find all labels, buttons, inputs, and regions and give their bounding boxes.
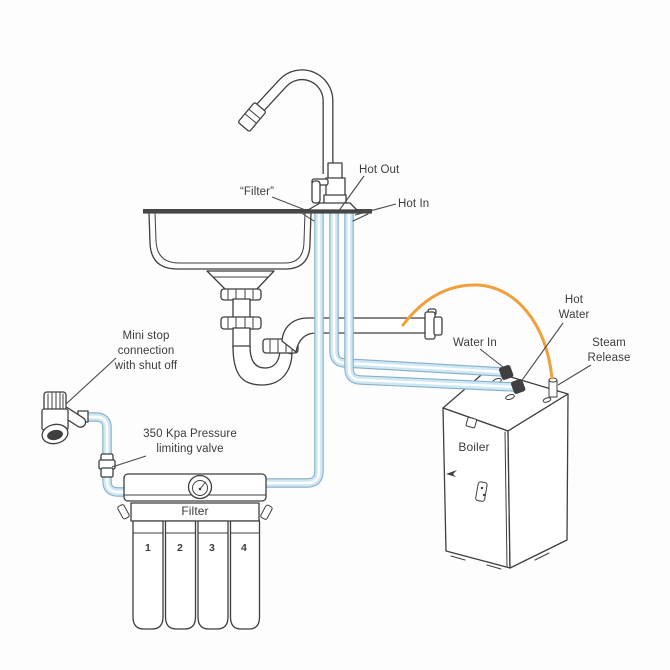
label-steam-release: Steam Release	[577, 336, 641, 366]
drain-nut	[220, 316, 262, 330]
label-hot-water-line2: Water	[558, 309, 590, 321]
label-mini-stop-line1: Mini stop	[122, 330, 170, 342]
label-cartridge-2: 2	[177, 542, 183, 554]
boiler-group	[442, 369, 569, 570]
label-pressure-valve: 350 Kpa Pressure limiting valve	[127, 427, 253, 457]
tap-escutcheon	[307, 202, 358, 211]
label-filter-unit: Filter	[181, 504, 209, 518]
water-in-fitting	[499, 365, 514, 380]
label-hot-water: Hot Water	[548, 293, 600, 323]
bracket-clip-left	[117, 504, 130, 520]
boiler-clip	[465, 416, 478, 429]
tap-body	[325, 177, 346, 198]
boiler-logo-arrow-icon	[446, 470, 457, 477]
hot-water-fitting	[511, 379, 526, 394]
drain-pipe-upper	[232, 298, 251, 320]
counter-top	[143, 209, 372, 214]
cartridge-1	[132, 520, 164, 630]
boiler-fittings-group	[499, 365, 558, 398]
drain-group	[206, 270, 443, 386]
bracket-clip-right	[260, 504, 273, 520]
boiler-latch	[475, 481, 488, 502]
filter-cartridges	[132, 520, 261, 630]
steam-release-tube	[401, 283, 554, 380]
label-cartridge-1: 1	[145, 542, 151, 554]
label-pressure-valve-line1: 350 Kpa Pressure	[143, 428, 237, 440]
sink-basin-inner	[154, 212, 306, 264]
label-steam-release-line2: Release	[587, 352, 631, 364]
label-boiler: Boiler	[458, 440, 490, 454]
drain-pipe-lower	[232, 327, 251, 349]
cartridge-3	[197, 520, 229, 630]
waste-pipe-coupling-end	[433, 316, 443, 336]
label-water-in: Water In	[453, 337, 497, 349]
tap-spout	[253, 69, 334, 174]
filter-unit-group	[117, 473, 273, 630]
sink-group	[148, 212, 312, 270]
tubes-group	[84, 213, 516, 497]
tap-lever-handle	[311, 180, 321, 204]
label-steam-release-line1: Steam	[592, 337, 626, 349]
tap-group	[238, 69, 358, 211]
tap-nozzle	[238, 102, 266, 132]
leader-lines	[65, 175, 592, 468]
boiler-right-face	[507, 393, 569, 569]
counter-group	[143, 209, 372, 222]
label-mini-stop-line2: connection	[117, 345, 175, 357]
pressure-valve-bottom	[100, 467, 114, 478]
label-pressure-valve-line2: limiting valve	[156, 443, 224, 455]
sink-basin-outer	[148, 212, 312, 270]
boiler-front-face	[442, 407, 511, 569]
label-cartridge-3: 3	[209, 542, 215, 554]
label-cartridge-4: 4	[241, 542, 247, 554]
label-mini-stop: Mini stop connection with shut off	[91, 329, 201, 374]
steam-release-pipe	[548, 379, 558, 398]
tap-stem	[327, 162, 343, 180]
label-hot-water-line1: Hot	[564, 294, 584, 306]
label-tap-filter: “Filter”	[239, 186, 274, 198]
cartridge-2	[164, 520, 197, 630]
label-hot-out: Hot Out	[359, 164, 400, 176]
pressure-valve-group	[98, 453, 116, 478]
label-mini-stop-line3: with shut off	[114, 360, 178, 372]
cartridge-4	[229, 520, 261, 630]
label-hot-in: Hot In	[398, 198, 430, 210]
valve-outlet-opening	[47, 429, 63, 441]
tube-filter-to-tap	[266, 213, 324, 488]
mini-stop-valve-group	[41, 391, 89, 445]
tube-boiler-to-hot-in	[344, 213, 516, 392]
sink-drain-funnel	[206, 270, 275, 291]
